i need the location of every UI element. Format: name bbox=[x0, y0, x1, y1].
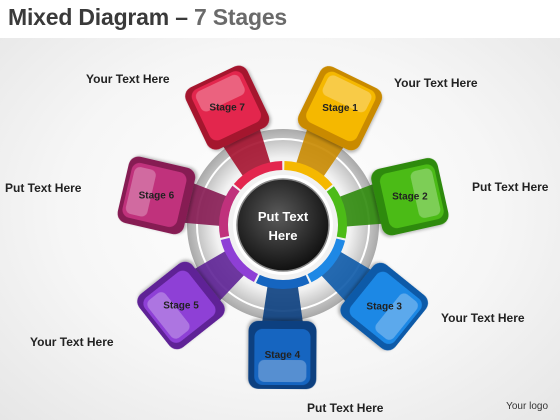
stage-4-label: Stage 4 bbox=[265, 350, 301, 361]
color-ring bbox=[219, 161, 347, 289]
stage-3-card-shine bbox=[375, 293, 418, 340]
title-stages: 7 Stages bbox=[194, 4, 288, 30]
stage-6-card bbox=[117, 156, 196, 235]
stage-2-card bbox=[371, 158, 449, 236]
stage-cards: Stage 1 Stage 2 Stage 3 Stage 4 Stage 5 Stage… bbox=[117, 65, 449, 390]
stage-3-card-face bbox=[349, 271, 422, 344]
stage-2-card-shine bbox=[410, 168, 441, 218]
ring-segment-stage-7 bbox=[233, 161, 283, 190]
stage-1-card bbox=[297, 66, 383, 151]
stage-3-label: Stage 3 bbox=[366, 302, 402, 313]
stage-7-card bbox=[185, 65, 270, 150]
title-dash: – bbox=[169, 4, 194, 30]
hub-text-line1: Put Text bbox=[258, 209, 309, 224]
hub-text-line2: Here bbox=[269, 228, 298, 243]
callout-bottom-left: Your Text Here bbox=[30, 335, 114, 349]
stage-4-card-shine bbox=[258, 359, 307, 383]
stage-3-card bbox=[340, 262, 428, 351]
title-main: Mixed Diagram bbox=[8, 4, 170, 30]
callout-bottom-center: Put Text Here bbox=[307, 401, 384, 415]
callout-mid-right: Put Text Here bbox=[472, 180, 549, 194]
stage-1-card-shine bbox=[322, 75, 372, 113]
callout-mid-left: Put Text Here bbox=[5, 181, 82, 195]
stage-7-card-shine bbox=[195, 74, 245, 112]
stage-4-card bbox=[248, 320, 317, 390]
callout-top-right: Your Text Here bbox=[394, 76, 478, 90]
ring-segment-stage-1 bbox=[284, 161, 333, 191]
stage-6-label: Stage 6 bbox=[139, 190, 175, 201]
ring-segment-stage-2 bbox=[326, 186, 347, 239]
stage-2-label: Stage 2 bbox=[392, 192, 428, 203]
stage-5-card-shine bbox=[147, 292, 190, 339]
stage-5-card-face bbox=[143, 270, 216, 343]
callout-bottom-right: Your Text Here bbox=[441, 311, 525, 325]
stage-5-label: Stage 5 bbox=[163, 301, 199, 312]
ring-segment-stage-4 bbox=[255, 274, 310, 289]
stage-6-card-shine bbox=[125, 167, 156, 217]
hub-circle bbox=[236, 178, 330, 272]
stage-1-label: Stage 1 bbox=[322, 103, 358, 114]
callout-top-left: Your Text Here bbox=[86, 72, 170, 86]
ring-segment-stage-5 bbox=[220, 237, 259, 283]
stage-5-card bbox=[137, 261, 225, 350]
ring-segment-stage-3 bbox=[307, 238, 346, 283]
logo-placeholder: Your logo bbox=[506, 401, 548, 412]
stage-7-label: Stage 7 bbox=[209, 103, 245, 114]
ring-segment-stage-6 bbox=[219, 185, 240, 238]
page-title: Mixed Diagram – 7 Stages bbox=[8, 4, 287, 31]
